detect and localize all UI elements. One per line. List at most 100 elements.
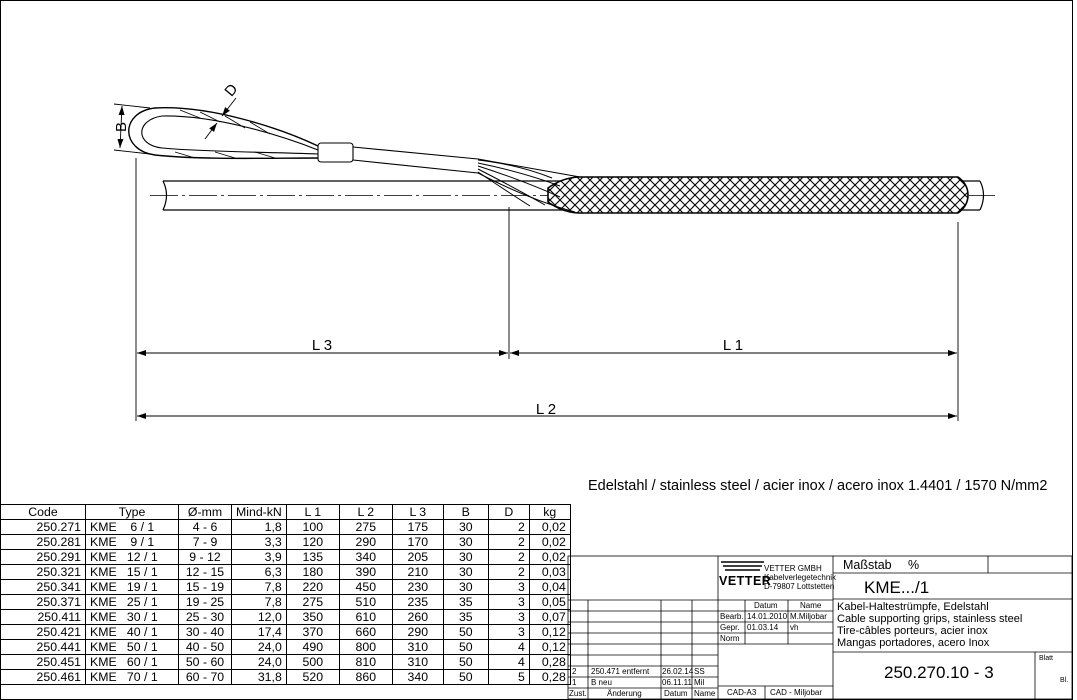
rev-1-date: 06.11.11 bbox=[662, 678, 692, 687]
gepr-name: vh bbox=[790, 623, 799, 632]
table-cell: 135 bbox=[285, 549, 340, 565]
table-cell: 210 bbox=[391, 564, 444, 580]
table-cell: 0,05 bbox=[528, 594, 571, 610]
table-cell: 370 bbox=[285, 624, 340, 640]
table-cell: 3 bbox=[487, 609, 530, 625]
table-cell: 180 bbox=[285, 564, 340, 580]
table-cell: 2 bbox=[487, 534, 530, 550]
table-cell: 12 - 15 bbox=[178, 564, 232, 580]
table-cell: 100 bbox=[285, 519, 340, 535]
table-cell: 250.341 bbox=[0, 579, 86, 595]
table-cell: 490 bbox=[285, 639, 340, 655]
scale-value: % bbox=[908, 558, 920, 572]
table-cell: 610 bbox=[338, 609, 393, 625]
table-cell: 205 bbox=[391, 549, 444, 565]
table-cell: 170 bbox=[391, 534, 444, 550]
part-name: KME.../1 bbox=[864, 578, 930, 597]
table-cell: 520 bbox=[285, 669, 340, 685]
table-cell: 7,8 bbox=[231, 579, 287, 595]
label-b: B bbox=[113, 122, 130, 132]
table-cell: KME 15 / 1 bbox=[85, 564, 179, 580]
table-cell: 860 bbox=[338, 669, 393, 685]
table-cell: 350 bbox=[285, 609, 340, 625]
title-block-grid bbox=[567, 555, 1073, 700]
company-line2: Kabelverlegetechnik bbox=[764, 573, 837, 582]
table-cell: 250.281 bbox=[0, 534, 86, 550]
table-cell: 25 - 30 bbox=[178, 609, 232, 625]
drawing-number: 250.270.10 - 3 bbox=[884, 663, 994, 682]
desc-es: Mangas portadores, acero Inox bbox=[837, 637, 990, 649]
table-cell: 4 - 6 bbox=[178, 519, 232, 535]
rev-header-aenderung: Änderung bbox=[607, 689, 642, 698]
table-cell: 390 bbox=[338, 564, 393, 580]
strands bbox=[477, 158, 581, 213]
table-cell: 2 bbox=[487, 519, 530, 535]
rev-header-datum: Datum bbox=[664, 689, 688, 698]
table-cell: KME 9 / 1 bbox=[85, 534, 179, 550]
header-l2: L 2 bbox=[338, 504, 393, 520]
table-cell: 0,12 bbox=[528, 624, 571, 640]
table-cell: 2 bbox=[487, 564, 530, 580]
cad-format: CAD-A3 bbox=[727, 688, 757, 697]
table-cell: 9 - 12 bbox=[178, 549, 232, 565]
table-cell: 275 bbox=[338, 519, 393, 535]
table-cell: 0,04 bbox=[528, 579, 571, 595]
grip-mesh bbox=[547, 176, 969, 214]
dimension-lines bbox=[137, 350, 957, 419]
table-cell: 500 bbox=[285, 654, 340, 670]
header-type: Type bbox=[85, 504, 179, 520]
shank bbox=[317, 142, 479, 174]
table-cell: 30 bbox=[442, 564, 489, 580]
header-kg: kg bbox=[528, 504, 571, 520]
table-cell: 250.411 bbox=[0, 609, 86, 625]
table-cell: 50 bbox=[442, 639, 489, 655]
table-cell: 0,12 bbox=[528, 639, 571, 655]
table-cell: 3 bbox=[487, 624, 530, 640]
label-l3: L 3 bbox=[312, 337, 332, 354]
header-code: Code bbox=[0, 504, 86, 520]
rev-1-name: Mil bbox=[694, 678, 705, 687]
table-cell: 250.321 bbox=[0, 564, 86, 580]
table-cell: 340 bbox=[391, 669, 444, 685]
table-cell: 30 bbox=[442, 549, 489, 565]
table-cell: 31,8 bbox=[231, 669, 287, 685]
table-cell: 250.371 bbox=[0, 594, 86, 610]
dimension-d bbox=[204, 97, 237, 140]
table-cell: 19 - 25 bbox=[178, 594, 232, 610]
table-cell: 250.271 bbox=[0, 519, 86, 535]
header-l3: L 3 bbox=[391, 504, 444, 520]
table-cell: 0,07 bbox=[528, 609, 571, 625]
table-cell: 50 - 60 bbox=[178, 654, 232, 670]
vetter-logo: VETTER bbox=[719, 574, 772, 588]
header-min-kn: Mind-kN bbox=[231, 504, 287, 520]
header-diameter: Ø-mm bbox=[178, 504, 232, 520]
table-cell: 6,3 bbox=[231, 564, 287, 580]
table-cell: 4 bbox=[487, 639, 530, 655]
table-cell: 250.291 bbox=[0, 549, 86, 565]
table-cell: 310 bbox=[391, 639, 444, 655]
label-d: D bbox=[221, 81, 241, 100]
table-cell: 3,9 bbox=[231, 549, 287, 565]
table-cell: 50 bbox=[442, 669, 489, 685]
table-cell: 4 bbox=[487, 654, 530, 670]
sheet-label: Blatt bbox=[1039, 655, 1054, 662]
label-l1: L 1 bbox=[723, 337, 743, 354]
table-cell: KME 12 / 1 bbox=[85, 549, 179, 565]
table-cell: 35 bbox=[442, 594, 489, 610]
grip-loop bbox=[128, 107, 319, 160]
rev-2-no: 2 bbox=[572, 667, 577, 676]
cad-author: CAD - Miljobar bbox=[770, 688, 823, 697]
table-cell: 30 bbox=[442, 519, 489, 535]
table-cell: KME 19 / 1 bbox=[85, 579, 179, 595]
table-cell: 810 bbox=[338, 654, 393, 670]
header-b: B bbox=[442, 504, 489, 520]
table-cell: KME 70 / 1 bbox=[85, 669, 179, 685]
table-cell: 24,0 bbox=[231, 639, 287, 655]
table-cell: 250.461 bbox=[0, 669, 86, 685]
table-cell: 24,0 bbox=[231, 654, 287, 670]
